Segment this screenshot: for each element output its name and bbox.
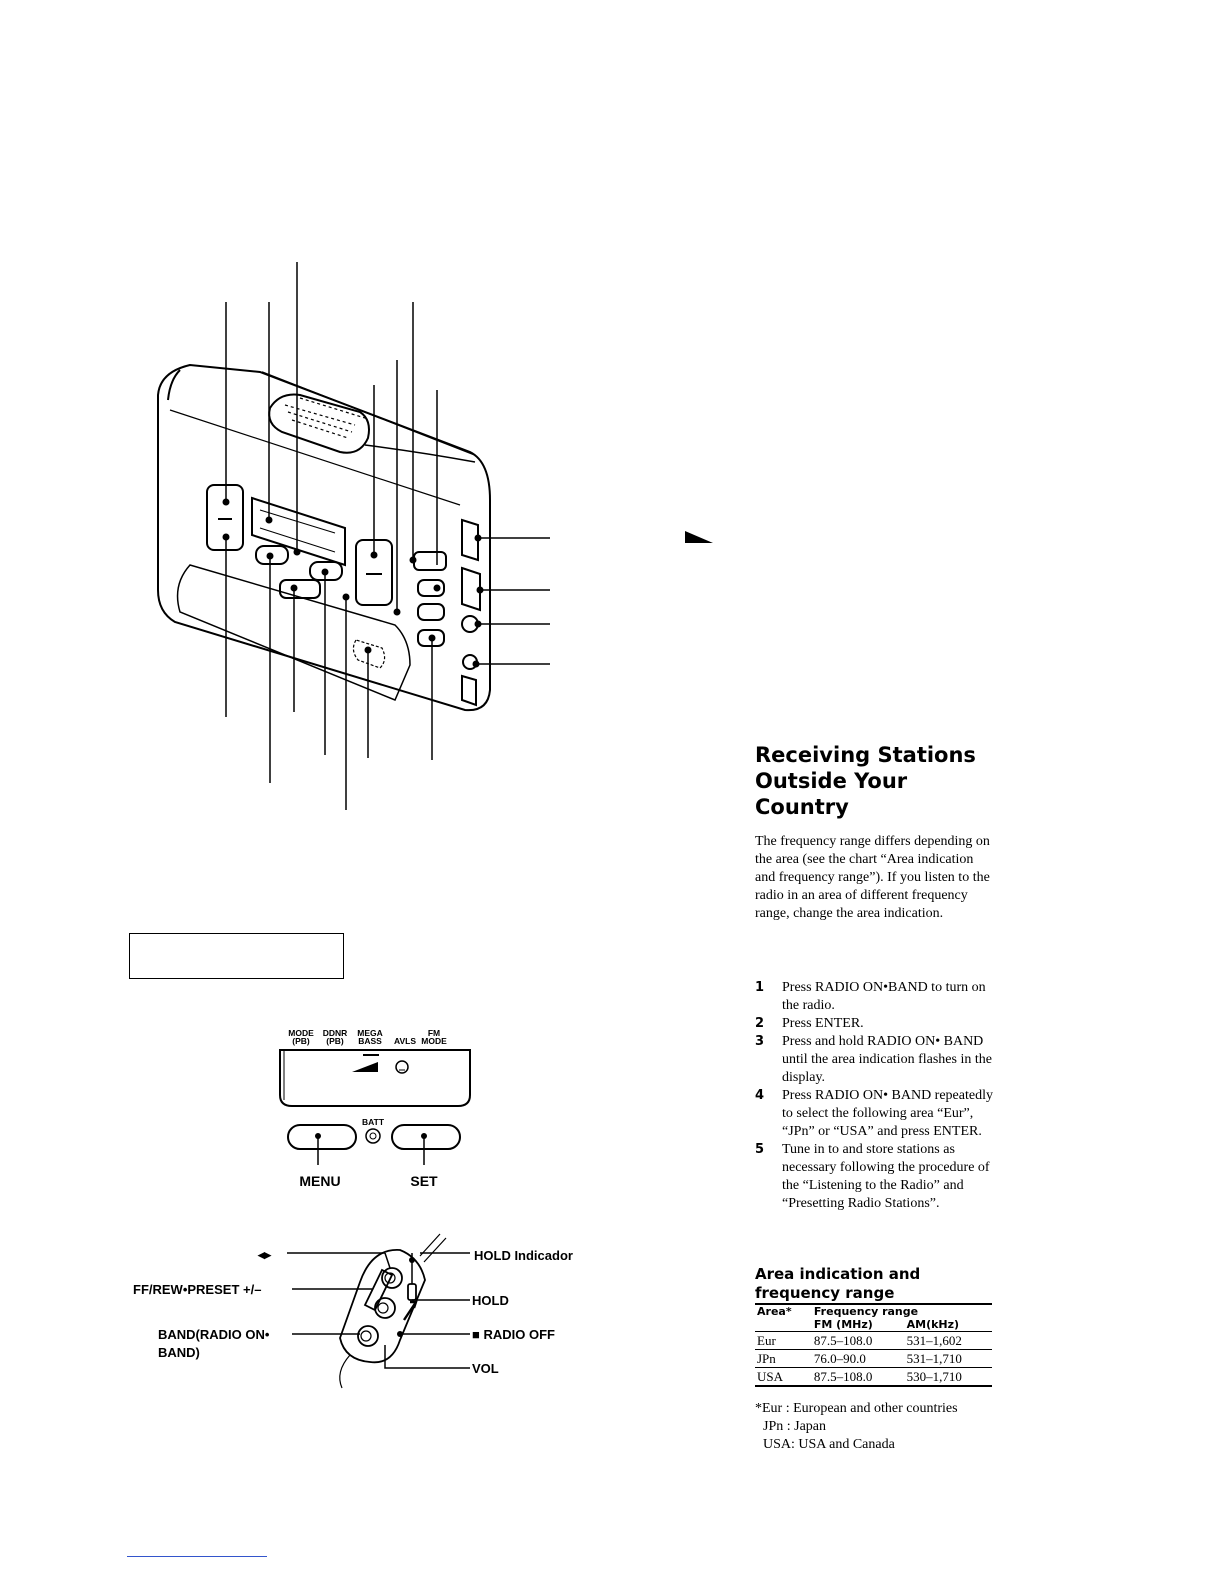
step-text: Press RADIO ON•BAND to turn on the radio…	[782, 980, 986, 1013]
step-number: 2	[755, 1016, 765, 1031]
table-cell-area: JPn	[755, 1349, 812, 1368]
step-number: 3	[755, 1034, 765, 1049]
table-header-area: Area*	[755, 1303, 812, 1318]
frequency-table: Area* Frequency range FM (MHz) AM(kHz) E…	[755, 1303, 992, 1387]
step-text: Press RADIO ON• BAND repeatedly to selec…	[782, 1088, 993, 1139]
step-item: 5 Tune in to and store stations as necess…	[755, 1141, 1000, 1213]
step-item: 1 Press RADIO ON•BAND to turn on the radi…	[755, 979, 1000, 1015]
indicator-label: MODE	[288, 1028, 314, 1038]
set-label: SET	[410, 1173, 438, 1189]
radio-off-label: ■ RADIO OFF	[472, 1327, 555, 1342]
avls-face-icon	[395, 1060, 409, 1074]
area-notes: *Eur : European and other countries JPn …	[755, 1400, 1015, 1454]
section-title-line: Outside Your	[755, 769, 908, 793]
table-title-line: frequency range	[755, 1284, 895, 1302]
table-cell-am: 531–1,710	[904, 1349, 992, 1368]
area-note: *Eur : European and other countries	[755, 1401, 958, 1416]
table-cell-fm: 76.0–90.0	[811, 1349, 905, 1368]
label-box	[129, 933, 344, 979]
table-row: USA 87.5–108.0 530–1,710	[755, 1367, 992, 1387]
section-title: Receiving Stations Outside Your Country	[755, 742, 1015, 820]
play-arrows-label: ◂▸	[257, 1247, 273, 1262]
indicator-label: DDNR	[323, 1028, 348, 1038]
intro-paragraph: The frequency range differs depending on…	[755, 834, 990, 921]
step-item: 3 Press and hold RADIO ON• BAND until the…	[755, 1033, 1000, 1087]
band-label: BAND(RADIO ON•	[158, 1327, 270, 1342]
step-text: Press and hold RADIO ON• BAND until the …	[782, 1034, 992, 1085]
section-title-line: Country	[755, 795, 849, 819]
indicator-sub-label: (PB)	[326, 1036, 344, 1046]
step-text: Tune in to and store stations as necessa…	[782, 1142, 990, 1211]
device-illustration	[157, 262, 550, 810]
indicator-sub-label: MODE	[421, 1036, 447, 1046]
table-cell-area: Eur	[755, 1331, 812, 1350]
step-number: 1	[755, 980, 765, 995]
step-text: Press ENTER.	[782, 1016, 864, 1031]
set-button[interactable]	[391, 1124, 461, 1150]
batt-indicator-icon	[365, 1128, 381, 1144]
vol-label: VOL	[472, 1361, 499, 1376]
display-panel-illustration: MODE (PB) DDNR (PB) MEGA BASS AVLS FM MO…	[279, 1028, 471, 1189]
table-cell-am: 531–1,602	[904, 1331, 992, 1350]
footnote-rule	[127, 1556, 267, 1557]
table-cell-area: USA	[755, 1367, 812, 1387]
indicator-sub-label: AVLS	[394, 1036, 416, 1046]
table-header-am: AM(kHz)	[904, 1318, 992, 1332]
table-title: Area indication and frequency range	[755, 1265, 995, 1303]
indicator-sub-label: (PB)	[292, 1036, 310, 1046]
arrow-mark-icon	[685, 531, 713, 543]
menu-label: MENU	[299, 1173, 340, 1189]
menu-button[interactable]	[287, 1124, 357, 1150]
table-header-range: Frequency range	[811, 1303, 992, 1318]
table-cell-fm: 87.5–108.0	[811, 1331, 905, 1350]
step-item: 2 Press ENTER.	[755, 1015, 1000, 1033]
table-row: Eur 87.5–108.0 531–1,602	[755, 1331, 992, 1350]
remote-control-illustration: ◂▸ FF/REW•PRESET +/– BAND(RADIO ON• BAND…	[133, 1233, 573, 1389]
steps-list: 1 Press RADIO ON•BAND to turn on the radi…	[755, 979, 1000, 1213]
area-note: JPn : Japan	[763, 1419, 826, 1434]
table-title-line: Area indication and	[755, 1265, 921, 1283]
table-cell-fm: 87.5–108.0	[811, 1367, 905, 1387]
hold-indicator-label: HOLD Indicador	[474, 1248, 573, 1263]
indicator-label: MEGA	[357, 1028, 383, 1038]
ff-rew-preset-label: FF/REW•PRESET +/–	[133, 1282, 261, 1297]
table-row: JPn 76.0–90.0 531–1,710	[755, 1349, 992, 1368]
indicator-label: FM	[428, 1028, 440, 1038]
indicator-sub-label: BASS	[358, 1036, 382, 1046]
hold-label: HOLD	[472, 1293, 509, 1308]
step-item: 4 Press RADIO ON• BAND repeatedly to sele…	[755, 1087, 1000, 1141]
batt-label: BATT	[362, 1117, 385, 1127]
table-cell-am: 530–1,710	[904, 1367, 992, 1387]
step-number: 4	[755, 1088, 765, 1103]
section-title-line: Receiving Stations	[755, 743, 976, 767]
band-label-cont: BAND)	[158, 1345, 200, 1360]
step-number: 5	[755, 1142, 765, 1157]
table-header-fm: FM (MHz)	[811, 1318, 905, 1332]
area-note: USA: USA and Canada	[763, 1437, 895, 1452]
